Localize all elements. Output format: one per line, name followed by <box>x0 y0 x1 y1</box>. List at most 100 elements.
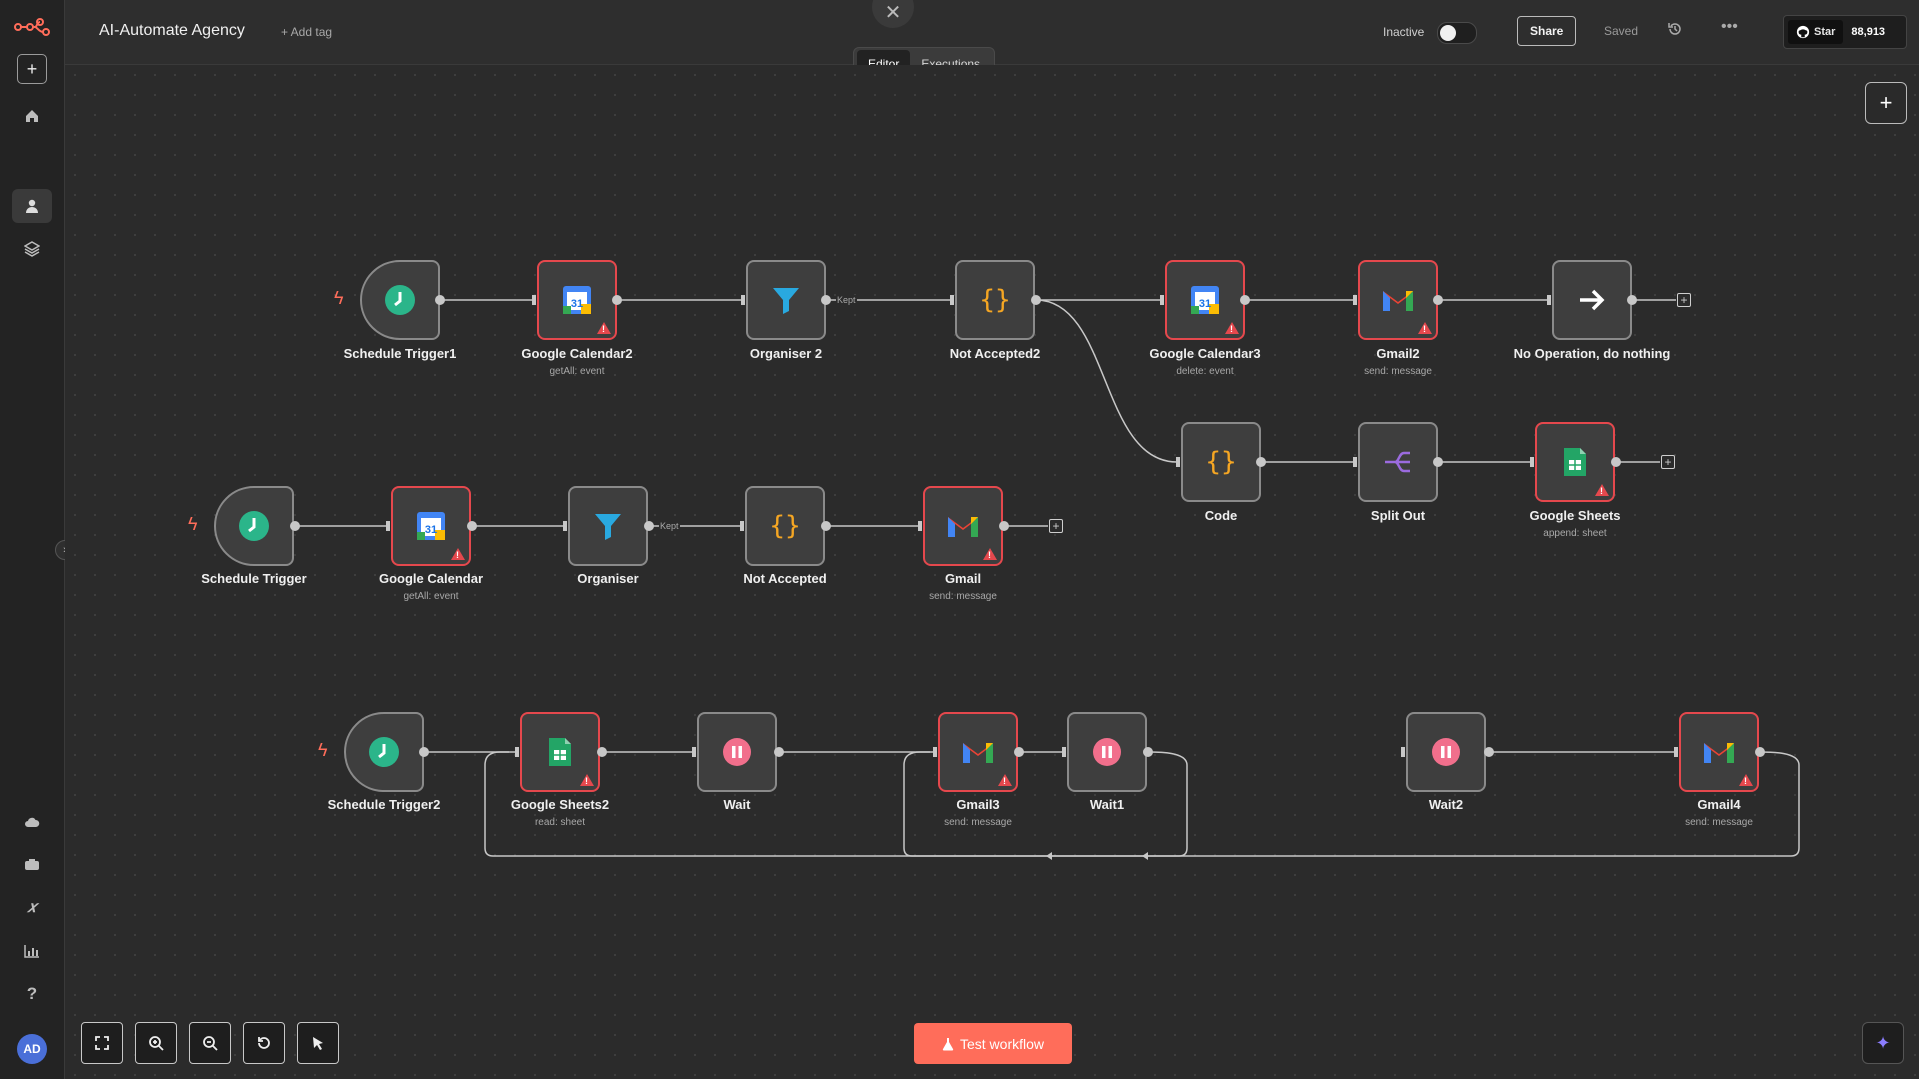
ai-assistant-button[interactable]: ✦ <box>1862 1022 1904 1064</box>
node-schedule-trigger2[interactable] <box>344 712 424 792</box>
add-node-button[interactable]: + <box>1049 519 1063 533</box>
active-toggle[interactable] <box>1437 22 1477 44</box>
workflow-title[interactable]: AI-Automate Agency <box>99 22 245 39</box>
sidebar-item-home[interactable] <box>12 99 52 133</box>
node-wait1[interactable] <box>1067 712 1147 792</box>
node-google-sheets2[interactable] <box>520 712 600 792</box>
warning-icon <box>1595 484 1609 496</box>
add-node-button[interactable]: + <box>1677 293 1691 307</box>
warning-icon <box>1225 322 1239 334</box>
node-gmail4[interactable] <box>1679 712 1759 792</box>
node-label: Not Accepted2 <box>949 346 1041 361</box>
node-google-calendar3[interactable]: 31 <box>1165 260 1245 340</box>
node-not-accepted2[interactable]: {} <box>955 260 1035 340</box>
test-workflow-label: Test workflow <box>959 1035 1045 1052</box>
sidebar-item-cloud[interactable] <box>12 805 52 839</box>
node-wait2[interactable] <box>1406 712 1486 792</box>
avatar[interactable]: AD <box>17 1034 47 1064</box>
node-label: Google Calendar2 <box>521 346 633 361</box>
github-star-count: 88,913 <box>1851 26 1886 38</box>
node-label: Organiser 2 <box>749 346 823 361</box>
warning-icon <box>451 548 465 560</box>
google-sheets-icon <box>1564 448 1586 476</box>
history-icon[interactable] <box>1667 21 1683 42</box>
node-google-sheets[interactable] <box>1535 422 1615 502</box>
split-out-icon <box>1385 451 1410 473</box>
node-subtitle: getAll: event <box>549 366 605 377</box>
add-node-button[interactable]: + <box>1661 455 1675 469</box>
node-label: Code <box>1204 508 1238 523</box>
tidy-up-button[interactable] <box>297 1022 339 1064</box>
node-label: Wait <box>723 797 751 812</box>
add-node-panel-button[interactable]: + <box>1865 82 1907 124</box>
sidebar-item-templates[interactable] <box>12 848 52 882</box>
chevron-right-icon: › <box>63 544 67 556</box>
sparkle-icon: ✦ <box>1875 1032 1891 1053</box>
sidebar-item-help[interactable]: ? <box>12 977 52 1011</box>
node-subtitle: send: message <box>1685 817 1753 828</box>
test-workflow-button[interactable]: Test workflow <box>914 1023 1072 1064</box>
status-label: Inactive <box>1383 25 1425 39</box>
node-label: Google Calendar3 <box>1149 346 1261 361</box>
arrow-right-icon <box>1580 289 1605 311</box>
help-icon: ? <box>26 984 38 1003</box>
node-label: Schedule Trigger <box>201 571 307 586</box>
warning-icon <box>1739 774 1753 786</box>
node-subtitle: read: sheet <box>534 817 586 828</box>
clock-icon <box>369 737 399 767</box>
trigger-bolt-icon: ϟ <box>188 514 198 534</box>
svg-text:31: 31 <box>1199 298 1211 310</box>
node-label: Google Sheets2 <box>510 797 610 812</box>
google-calendar-icon: 31 <box>1191 286 1219 314</box>
node-label: No Operation, do nothing <box>1513 346 1671 361</box>
node-organiser[interactable] <box>568 486 648 566</box>
share-button[interactable]: Share <box>1517 16 1577 46</box>
reset-zoom-button[interactable] <box>243 1022 285 1064</box>
node-organiser-2[interactable] <box>746 260 826 340</box>
node-subtitle: delete: event <box>1176 366 1234 377</box>
pause-icon <box>723 738 751 766</box>
node-gmail[interactable] <box>923 486 1003 566</box>
layers-icon <box>24 241 40 257</box>
svg-text:31: 31 <box>571 298 583 310</box>
sidebar-item-personal[interactable] <box>12 189 52 223</box>
svg-text:31: 31 <box>425 524 437 536</box>
warning-icon <box>998 774 1012 786</box>
sidebar-item-insights[interactable] <box>12 934 52 968</box>
more-options-icon[interactable]: ••• <box>1721 18 1738 35</box>
sidebar-item-projects[interactable] <box>12 232 52 266</box>
zoom-to-fit-button[interactable] <box>81 1022 123 1064</box>
workflow-canvas[interactable] <box>65 65 1919 1079</box>
gmail-icon <box>1383 291 1413 311</box>
zoom-in-button[interactable] <box>135 1022 177 1064</box>
node-label: Gmail <box>944 571 982 586</box>
pause-icon <box>1093 738 1121 766</box>
n8n-logo-icon <box>14 18 50 36</box>
node-subtitle: send: message <box>929 591 997 602</box>
zoom-in-icon <box>149 1036 164 1051</box>
add-tag-button[interactable]: + Add tag <box>281 25 333 39</box>
node-schedule-trigger[interactable] <box>214 486 294 566</box>
n8n-logo[interactable] <box>12 10 52 44</box>
github-star-button[interactable]: Star 88,913 <box>1783 15 1907 49</box>
node-google-calendar[interactable]: 31 <box>391 486 471 566</box>
clock-icon <box>385 285 415 315</box>
code-icon: {} <box>1205 447 1237 477</box>
node-label: Schedule Trigger2 <box>327 797 441 812</box>
zoom-out-icon <box>203 1036 218 1051</box>
node-google-calendar2[interactable]: 31 <box>537 260 617 340</box>
zoom-out-button[interactable] <box>189 1022 231 1064</box>
warning-icon <box>1418 322 1432 334</box>
pause-icon <box>1432 738 1460 766</box>
edge-label-kept: Kept <box>836 295 857 305</box>
cloud-icon <box>25 817 40 827</box>
code-icon: {} <box>979 285 1011 315</box>
sidebar-item-variables[interactable]: 𝑥 <box>12 891 52 925</box>
node-subtitle: send: message <box>944 817 1012 828</box>
edge <box>484 751 1800 857</box>
edge-label-kept: Kept <box>659 521 680 531</box>
node-schedule-trigger1[interactable] <box>360 260 440 340</box>
node-gmail2[interactable] <box>1358 260 1438 340</box>
create-button[interactable]: + <box>17 54 47 84</box>
variables-icon: 𝑥 <box>27 899 37 916</box>
